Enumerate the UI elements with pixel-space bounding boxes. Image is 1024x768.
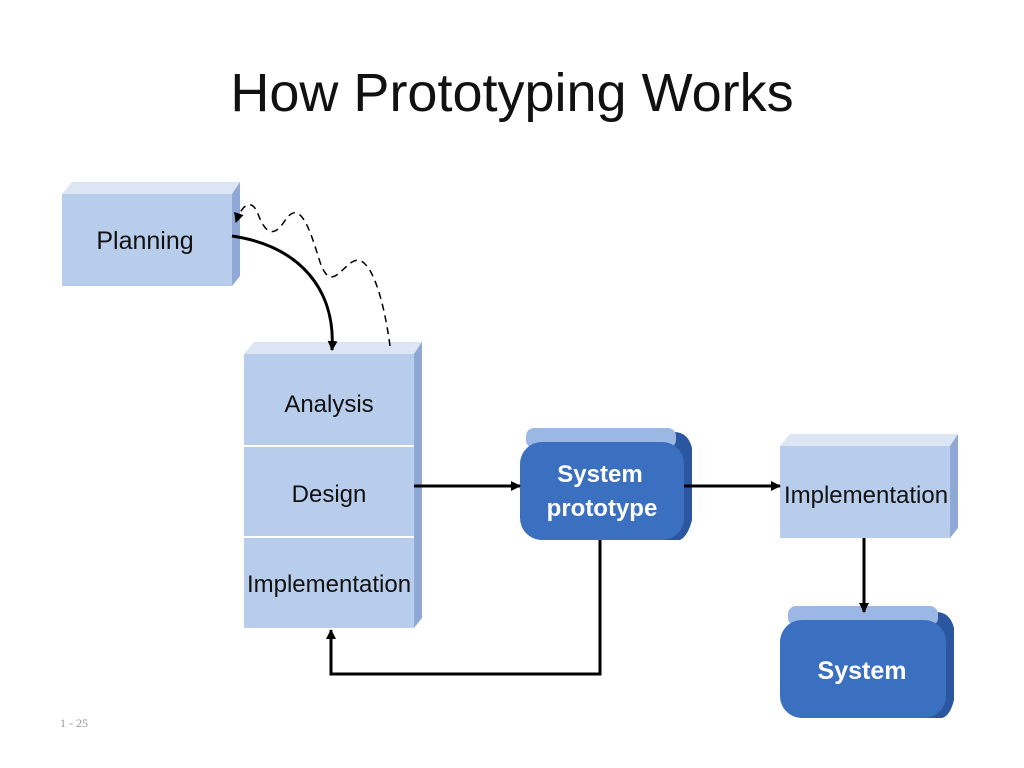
page-number: 1 - 25 bbox=[60, 716, 88, 730]
implementation-final-box: Implementation bbox=[780, 434, 958, 538]
planning-label: Planning bbox=[96, 227, 193, 255]
arrow-prototype-feedback-loop bbox=[326, 540, 602, 676]
system-box: System bbox=[780, 606, 954, 718]
page-title: How Prototyping Works bbox=[230, 63, 794, 123]
implementation-final-label: Implementation bbox=[784, 482, 948, 509]
system-prototype-label-line1: System bbox=[557, 461, 642, 488]
system-prototype-box: System prototype bbox=[520, 428, 692, 540]
arrow-planning-to-analysis bbox=[231, 234, 338, 351]
system-prototype-label-line2: prototype bbox=[547, 495, 658, 522]
phase-stack: Analysis Design Implementation bbox=[244, 342, 422, 628]
analysis-label: Analysis bbox=[284, 391, 373, 418]
design-label: Design bbox=[292, 481, 367, 508]
system-label: System bbox=[818, 657, 907, 685]
arrow-feedback-to-planning bbox=[234, 204, 391, 347]
implementation-stack-label: Implementation bbox=[247, 571, 411, 598]
planning-box: Planning bbox=[62, 182, 240, 286]
